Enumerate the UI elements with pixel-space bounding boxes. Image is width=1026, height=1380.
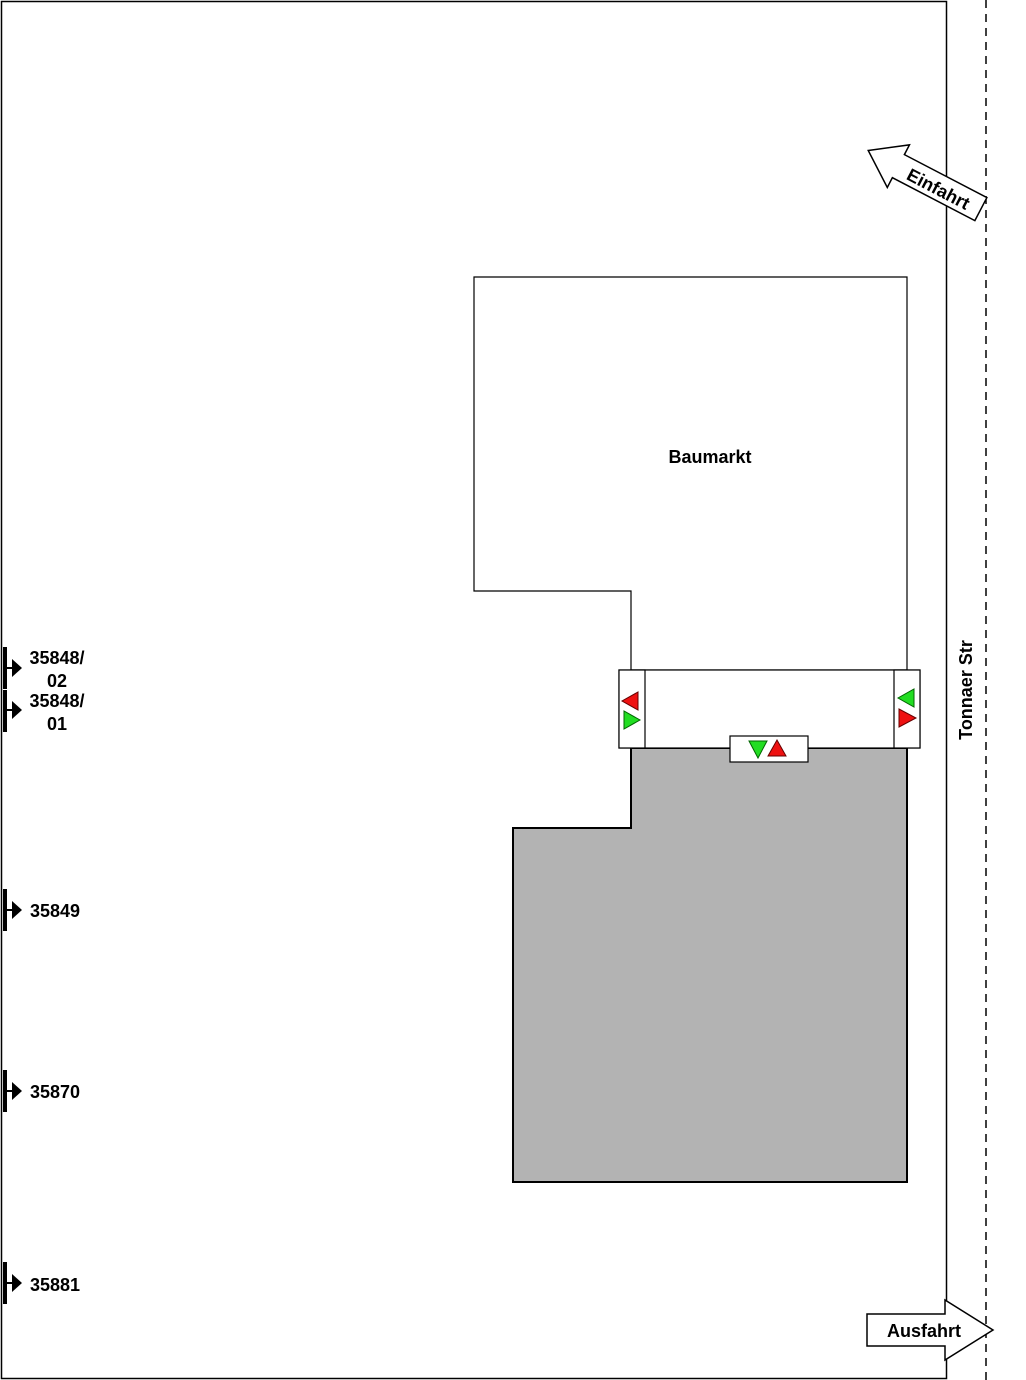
svg-text:35881: 35881: [30, 1275, 80, 1295]
svg-text:35870: 35870: [30, 1082, 80, 1102]
green-arrow-icon: [623, 710, 642, 730]
right-gate: [893, 669, 921, 749]
svg-text:01: 01: [47, 714, 67, 734]
street-label: Tonnaer Str: [956, 640, 976, 740]
svg-text:35849: 35849: [30, 901, 80, 921]
sensor-arrow-icon: [12, 701, 22, 719]
sensor-35848-01: 35848/ 01: [3, 690, 85, 734]
green-arrow-icon: [748, 740, 768, 760]
sensor-35848-02: 35848/ 02: [3, 647, 85, 691]
arrow-shape-icon: [867, 143, 988, 222]
red-arrow-icon: [898, 708, 918, 728]
red-arrow-icon: [620, 691, 639, 711]
sensor-35849: 35849: [3, 889, 80, 931]
red-arrow-icon: [767, 738, 787, 757]
svg-text:02: 02: [47, 671, 67, 691]
left-gate: [618, 669, 646, 749]
exit-arrow: Ausfahrt: [866, 1298, 995, 1362]
svg-text:35848/: 35848/: [29, 691, 84, 711]
green-arrow-icon: [896, 688, 915, 708]
svg-text:35848/: 35848/: [29, 648, 84, 668]
sensor-arrow-icon: [12, 901, 22, 919]
sensor-35870: 35870: [3, 1070, 80, 1112]
sensor-arrow-icon: [12, 659, 22, 677]
building-label: Baumarkt: [668, 447, 751, 467]
sensor-arrow-icon: [12, 1082, 22, 1100]
arrow-shape-icon: [866, 1298, 995, 1362]
exit-label: Ausfahrt: [887, 1321, 961, 1341]
sensor-35881: 35881: [3, 1262, 80, 1304]
sensor-arrow-icon: [12, 1274, 22, 1292]
bottom-gate: [729, 735, 809, 763]
